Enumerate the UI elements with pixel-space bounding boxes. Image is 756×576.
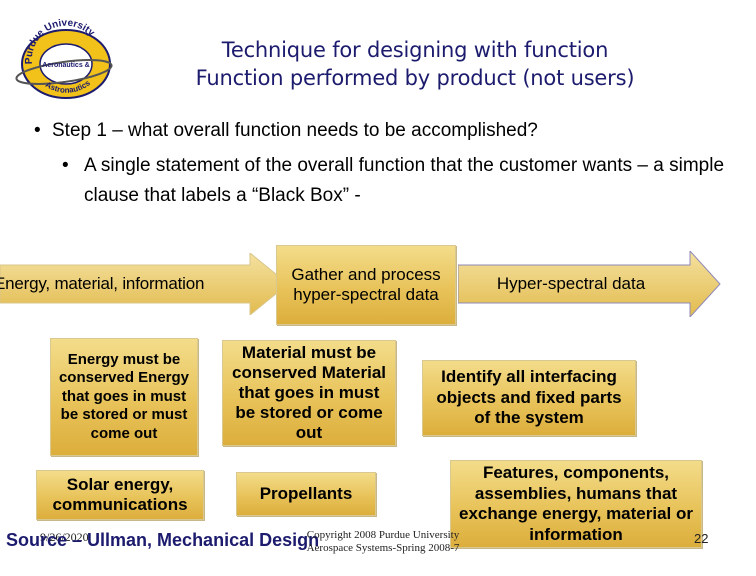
purdue-logo: Purdue University Aeronautics & Astronau… bbox=[14, 16, 114, 102]
title-line-1: Technique for designing with function bbox=[221, 38, 609, 62]
copyright-line-1: Copyright 2008 Purdue University bbox=[306, 529, 460, 541]
propellants-box: Propellants bbox=[236, 472, 376, 516]
bullet-level-2: • A single statement of the overall func… bbox=[62, 151, 744, 211]
material-conservation-box: Material must be conserved Material that… bbox=[222, 340, 396, 446]
center-function-box: Gather and process hyper-spectral data bbox=[276, 245, 456, 325]
input-arrow bbox=[0, 251, 290, 317]
bullet-level-2-text: A single statement of the overall functi… bbox=[84, 155, 725, 206]
slide-title: Technique for designing with function Fu… bbox=[170, 36, 660, 92]
energy-conservation-box: Energy must be conserved Energy that goe… bbox=[50, 338, 198, 456]
features-box: Features, components, assemblies, humans… bbox=[450, 460, 702, 548]
logo-ring-middle: Aeronautics & bbox=[42, 62, 89, 69]
solar-energy-box: Solar energy, communications bbox=[36, 470, 204, 520]
bullet-dot-icon: • bbox=[62, 155, 69, 176]
page-number: 22 bbox=[694, 531, 709, 546]
bullet-dot-icon: • bbox=[34, 120, 41, 141]
title-line-2: Function performed by product (not users… bbox=[195, 66, 635, 90]
copyright-line-2: Aerospace Systems-Spring 2008-7 bbox=[306, 542, 460, 554]
output-arrow bbox=[457, 249, 722, 319]
input-label: Energy, material, information bbox=[0, 274, 205, 293]
bullet-level-1-text: Step 1 – what overall function needs to … bbox=[52, 120, 538, 141]
bullet-level-1: • Step 1 – what overall function needs to… bbox=[34, 118, 538, 144]
identify-interfaces-box: Identify all interfacing objects and fix… bbox=[422, 360, 636, 436]
output-label: Hyper-spectral data bbox=[496, 274, 646, 293]
footer-date: 9/26/2020 bbox=[40, 530, 89, 544]
footer-source: Source – Ullman, Mechanical Design bbox=[6, 530, 320, 550]
footer-copyright: Copyright 2008 Purdue University Aerospa… bbox=[298, 529, 468, 555]
